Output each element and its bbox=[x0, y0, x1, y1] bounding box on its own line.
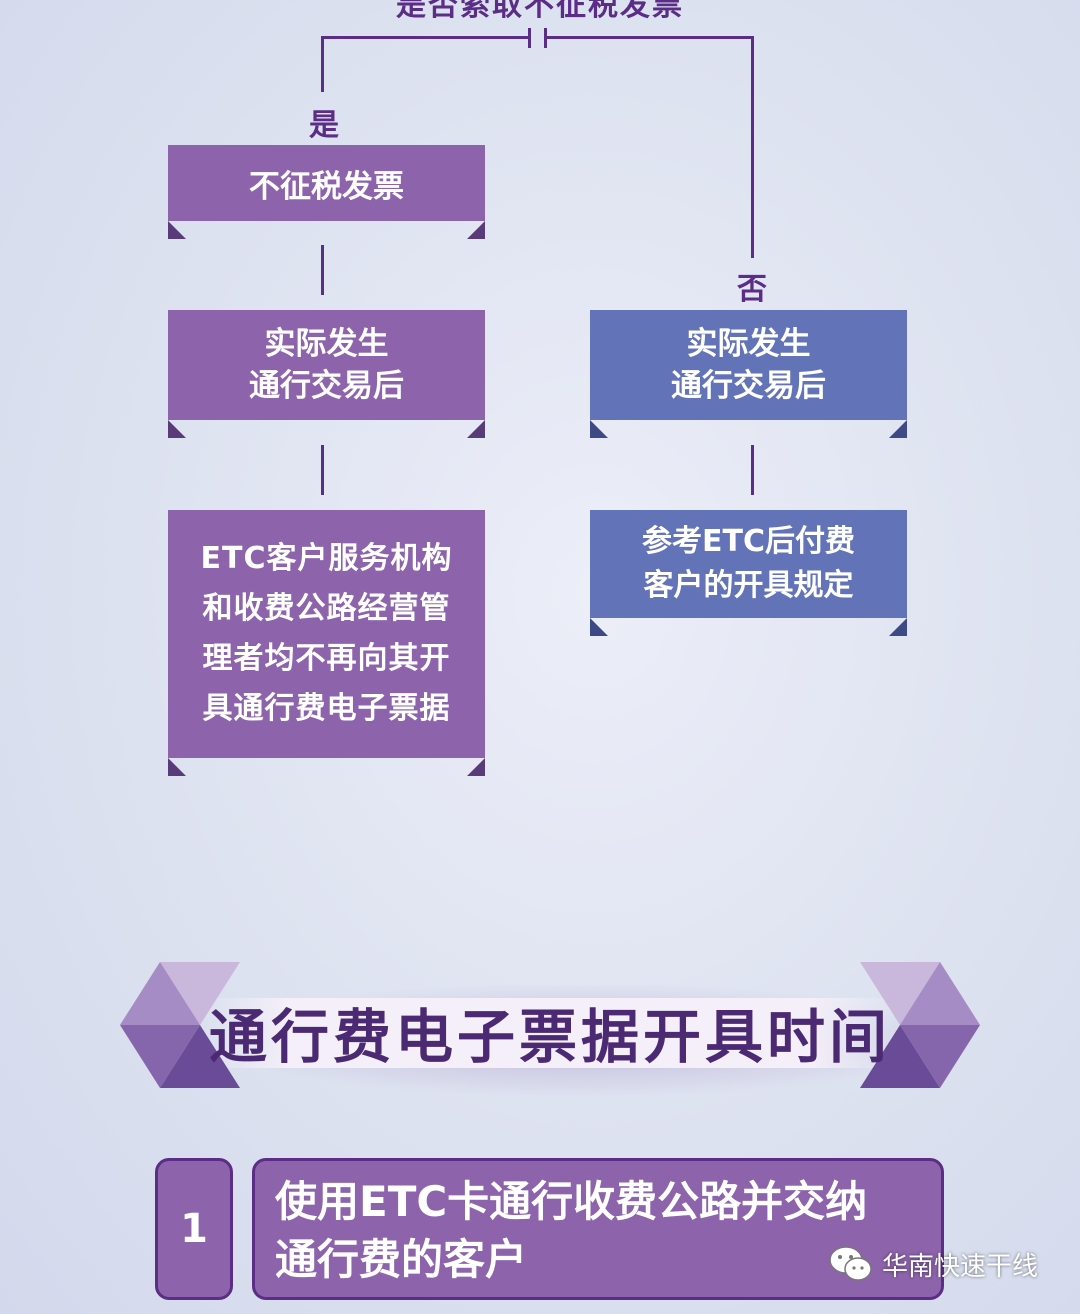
decision-question: 是否索取不征税发票 bbox=[396, 0, 684, 23]
after-transaction-box-left: 实际发生 通行交易后 bbox=[168, 310, 485, 420]
watermark: 华南快速干线 bbox=[828, 1244, 1038, 1284]
no-label: 否 bbox=[737, 272, 767, 307]
no-e-receipt-box: ETC客户服务机构 和收费公路经营管 理者均不再向其开 具通行费电子票据 bbox=[168, 510, 485, 758]
banner-left-diamond-icon bbox=[120, 962, 240, 1088]
item-number-badge: 1 bbox=[155, 1158, 233, 1300]
connector-line bbox=[321, 445, 324, 495]
after-transaction-box-right: 实际发生 通行交易后 bbox=[590, 310, 907, 420]
section-title: 通行费电子票据开具时间 bbox=[208, 1003, 891, 1071]
no-tax-invoice-box: 不征税发票 bbox=[168, 145, 485, 221]
connector-line bbox=[321, 245, 324, 295]
watermark-text: 华南快速干线 bbox=[882, 1251, 1039, 1282]
banner-strip bbox=[205, 998, 895, 1068]
yes-label: 是 bbox=[309, 108, 339, 143]
list-item: 使用ETC卡通行收费公路并交纳 通行费的客户 bbox=[252, 1158, 944, 1300]
connector-line bbox=[751, 445, 754, 495]
postpaid-rule-box: 参考ETC后付费 客户的开具规定 bbox=[590, 510, 907, 618]
banner-right-diamond-icon bbox=[860, 962, 980, 1088]
wechat-icon bbox=[829, 1246, 872, 1281]
